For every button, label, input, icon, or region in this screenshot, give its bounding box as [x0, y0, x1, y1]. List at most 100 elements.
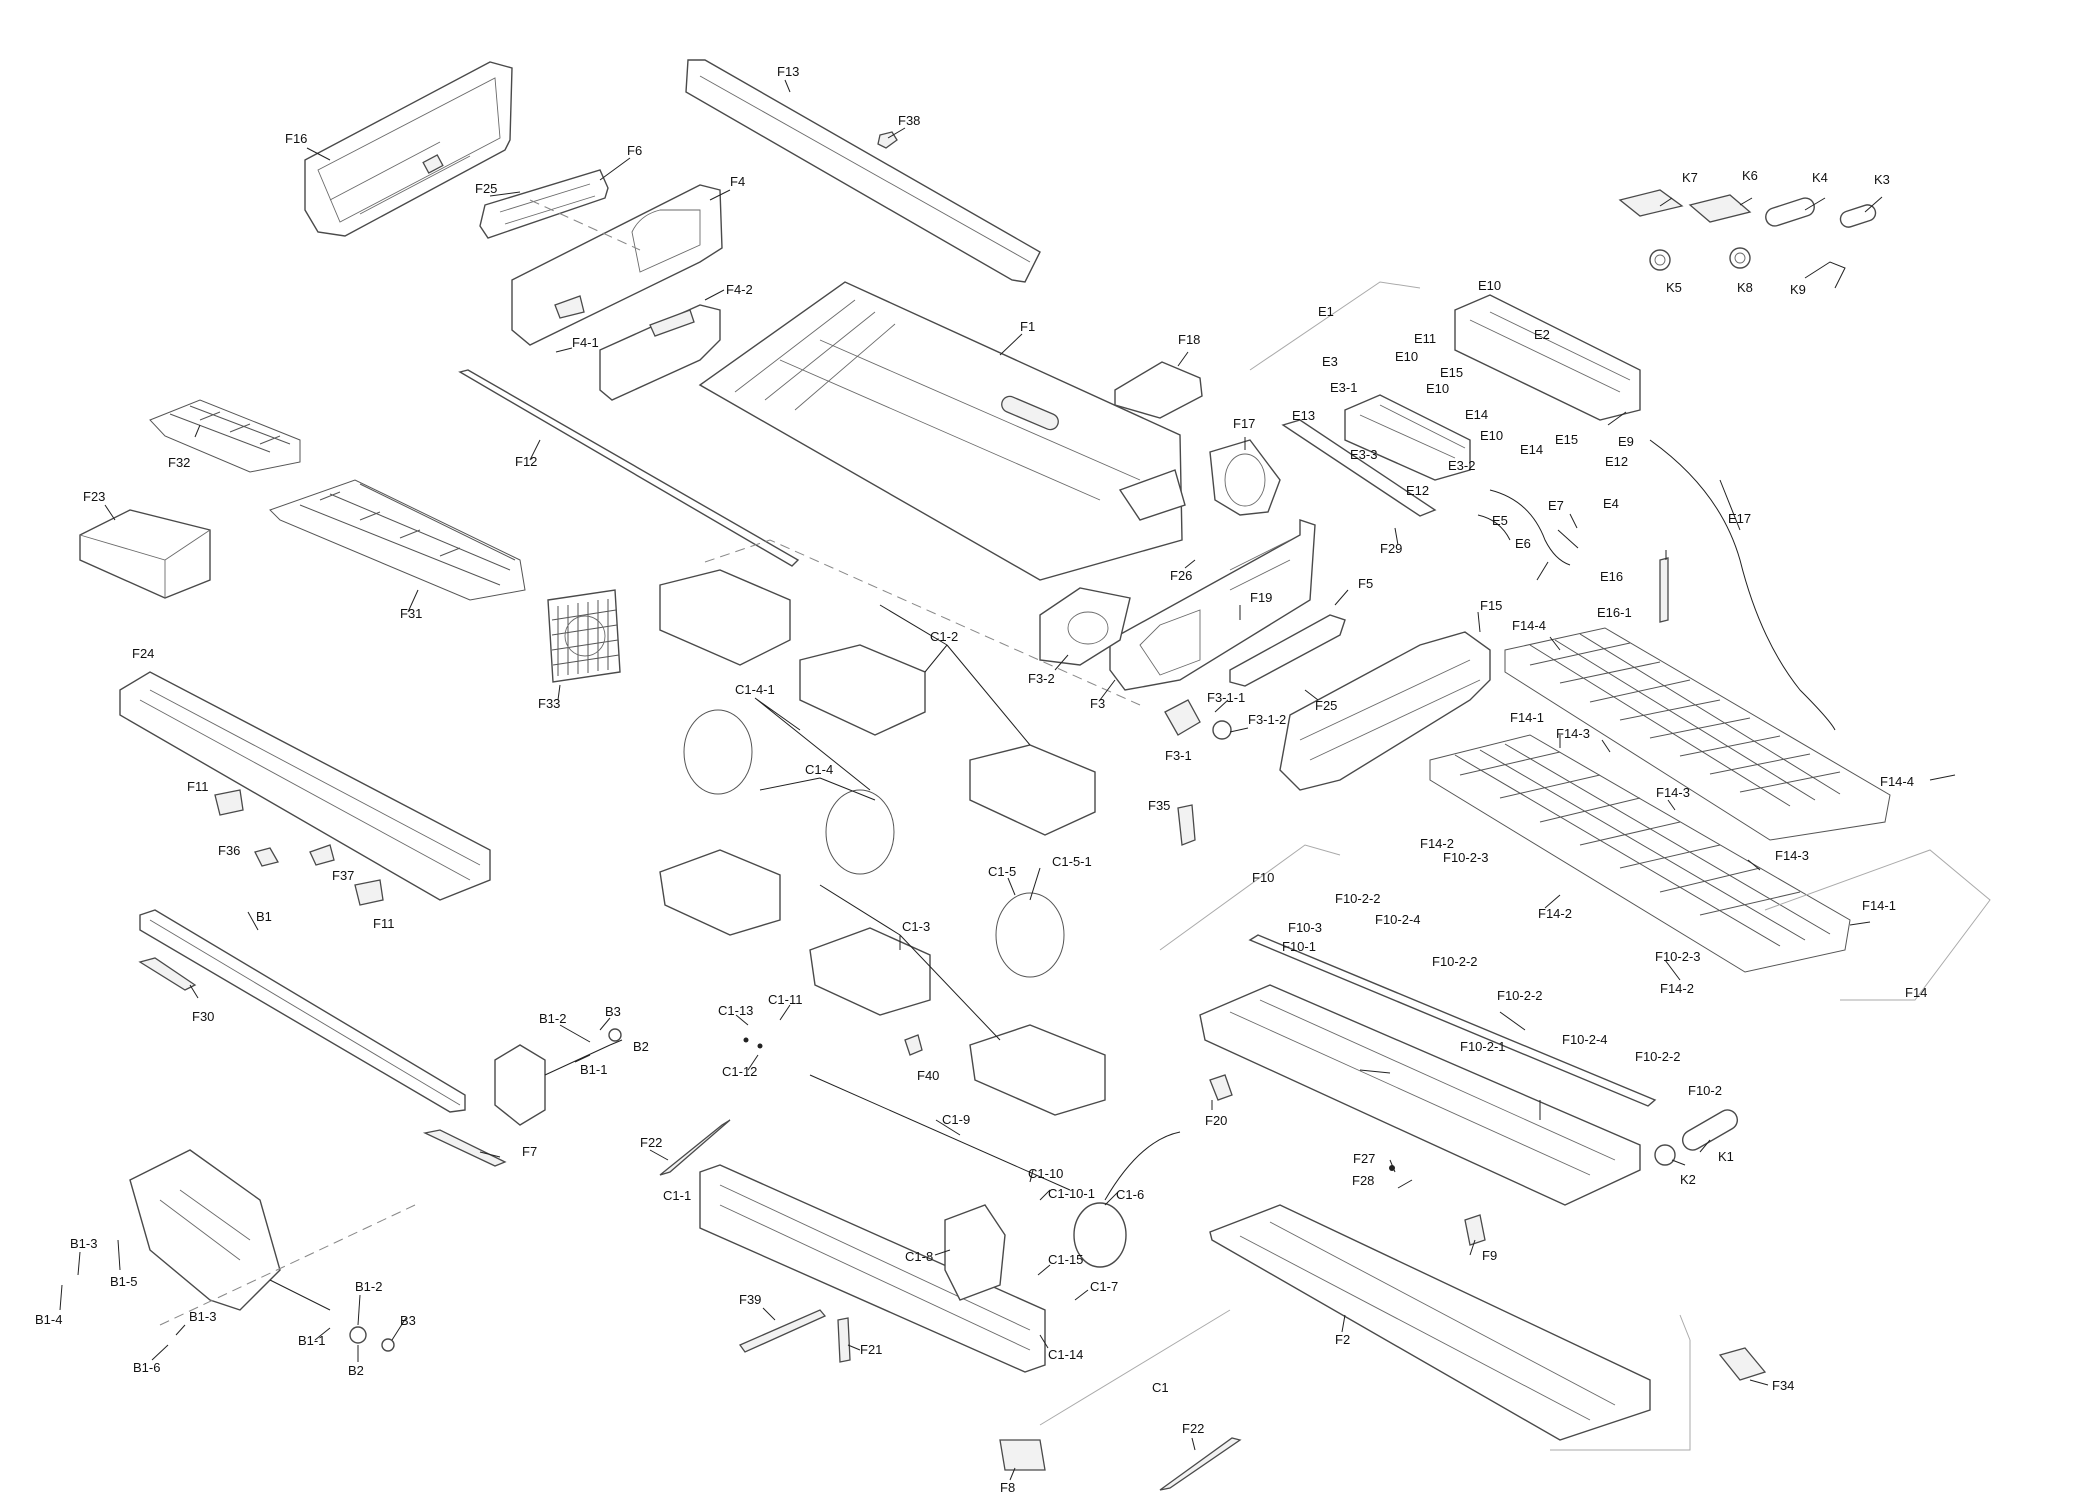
callout-E3: E3 — [1322, 354, 1338, 369]
callout-F10-2-2-b: F10-2-2 — [1432, 954, 1478, 969]
part-f24-front-grille — [119, 671, 491, 901]
part-k6-pad — [1688, 194, 1752, 223]
callout-F38: F38 — [898, 113, 920, 128]
part-f6-bracket — [479, 169, 609, 239]
callout-F14-3-c: F14-3 — [1775, 848, 1809, 863]
callout-F10-2-3-b: F10-2-3 — [1655, 949, 1701, 964]
part-f31-guard — [269, 479, 526, 601]
callout-C1-14: C1-14 — [1048, 1347, 1083, 1362]
callout-F10-2-4-a: F10-2-4 — [1375, 912, 1421, 927]
callout-F8: F8 — [1000, 1480, 1015, 1495]
callout-F10-2-4-b: F10-2-4 — [1562, 1032, 1608, 1047]
callout-F26: F26 — [1170, 568, 1192, 583]
callout-E12-a: E12 — [1605, 454, 1628, 469]
callout-E15-b: E15 — [1555, 432, 1578, 447]
callout-F22-a: F22 — [640, 1135, 662, 1150]
callout-K6: K6 — [1742, 168, 1758, 183]
part-f29-plate — [1281, 419, 1437, 517]
part-c1-3-scroll-lower — [659, 849, 1106, 1116]
callout-K3: K3 — [1874, 172, 1890, 187]
callout-F14-4-b: F14-4 — [1880, 774, 1914, 789]
callout-F12: F12 — [515, 454, 537, 469]
part-f21-clip — [837, 1317, 851, 1363]
callout-C1-12: C1-12 — [722, 1064, 757, 1079]
callout-E16-1: E16-1 — [1597, 605, 1632, 620]
callout-F14: F14 — [1905, 985, 1927, 1000]
part-f11-clips — [214, 789, 384, 906]
part-k2-ring — [1654, 1144, 1676, 1166]
part-f33-grille — [547, 589, 621, 683]
part-f3-2-cover — [1039, 587, 1131, 666]
callout-F3: F3 — [1090, 696, 1105, 711]
callout-F20: F20 — [1205, 1113, 1227, 1128]
part-f1-top-panel — [698, 281, 1186, 581]
callout-F39: F39 — [739, 1292, 761, 1307]
callout-F10-2-2-a: F10-2-2 — [1335, 891, 1381, 906]
part-c1-2-scroll-upper — [659, 569, 1096, 836]
part-f9-clip — [1464, 1214, 1486, 1246]
callout-F30: F30 — [192, 1009, 214, 1024]
callout-C1-2: C1-2 — [930, 629, 958, 644]
callout-B3-b: B3 — [400, 1313, 416, 1328]
callout-F14-3-a: F14-3 — [1556, 726, 1590, 741]
part-f3-motor-plate — [1109, 519, 1316, 691]
callout-F2: F2 — [1335, 1332, 1350, 1347]
leader-lines — [59, 79, 1956, 1481]
part-b1-motor-detail — [129, 1149, 395, 1352]
callout-B1: B1 — [256, 909, 272, 924]
part-f30-strip — [138, 957, 197, 991]
part-f10-drain-pan — [1199, 984, 1641, 1206]
callout-E12-b: E12 — [1406, 483, 1429, 498]
callout-B1-2-a: B1-2 — [539, 1011, 566, 1026]
part-f36-pad — [254, 847, 279, 867]
callout-E10-b: E10 — [1395, 349, 1418, 364]
part-e3-board — [1344, 394, 1471, 481]
callout-F14-3-b: F14-3 — [1656, 785, 1690, 800]
callout-E14-a: E14 — [1465, 407, 1488, 422]
callout-E13: E13 — [1292, 408, 1315, 423]
callout-F7: F7 — [522, 1144, 537, 1159]
callout-E16: E16 — [1600, 569, 1623, 584]
callout-K4: K4 — [1812, 170, 1828, 185]
callout-B1-2-b: B1-2 — [355, 1279, 382, 1294]
callout-B1-1-b: B1-1 — [298, 1333, 325, 1348]
part-f35-clip — [1177, 804, 1196, 846]
callout-K7: K7 — [1682, 170, 1698, 185]
part-f12-rail — [458, 369, 800, 567]
part-f22-rails — [659, 1119, 1242, 1491]
part-f23-box — [79, 509, 211, 599]
callout-E11: E11 — [1414, 331, 1436, 346]
part-k5-ring — [1649, 249, 1671, 271]
part-f39-strip — [739, 1309, 827, 1353]
callout-E4: E4 — [1603, 496, 1619, 511]
callout-K5: K5 — [1666, 280, 1682, 295]
callout-F17: F17 — [1233, 416, 1255, 431]
callout-C1-10: C1-10 — [1028, 1166, 1063, 1181]
part-f3-1-motor-bracket — [1164, 699, 1232, 740]
callout-C1-8: C1-8 — [905, 1249, 933, 1264]
part-f34-board — [1718, 1347, 1767, 1381]
callout-E3-1: E3-1 — [1330, 380, 1357, 395]
part-f2-bottom-panel — [1209, 1204, 1651, 1441]
callout-F40: F40 — [917, 1068, 939, 1083]
callout-E14-b: E14 — [1520, 442, 1543, 457]
assembly-guides — [159, 199, 1991, 1451]
callout-C1-4: C1-4 — [805, 762, 833, 777]
callout-F19: F19 — [1250, 590, 1272, 605]
callout-F1: F1 — [1020, 319, 1035, 334]
part-k3-tube — [1839, 204, 1877, 228]
callout-B1-5: B1-5 — [110, 1274, 137, 1289]
callout-F18: F18 — [1178, 332, 1200, 347]
callout-F22-b: F22 — [1182, 1421, 1204, 1436]
callout-C1-3: C1-3 — [902, 919, 930, 934]
callout-F25: F25 — [475, 181, 497, 196]
part-k4-tube — [1765, 197, 1815, 227]
callout-F34: F34 — [1772, 1378, 1794, 1393]
callout-C1-4-1: C1-4-1 — [735, 682, 775, 697]
callout-E17: E17 — [1728, 511, 1751, 526]
part-f37-clip — [309, 844, 335, 866]
callout-F14-4-a: F14-4 — [1512, 618, 1546, 633]
callout-F23: F23 — [83, 489, 105, 504]
callout-F28: F28 — [1352, 1173, 1374, 1188]
callout-B1-3-a: B1-3 — [70, 1236, 97, 1251]
